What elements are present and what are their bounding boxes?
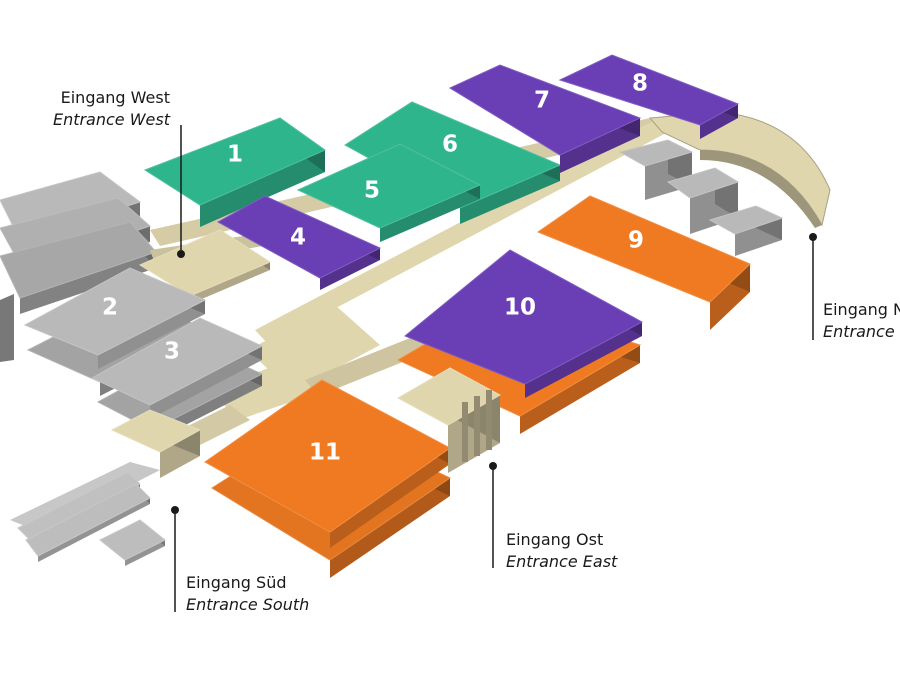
- hall-9: [536, 195, 751, 330]
- hall-7-number: 7: [534, 88, 550, 114]
- walkway-east-link: [305, 330, 445, 396]
- south-stairs-step-3-top-face: [99, 519, 166, 561]
- west-grey-building-low-front-face: [20, 252, 156, 314]
- hall-5-number: 5: [364, 178, 380, 204]
- hall-2-top-face: [23, 267, 207, 356]
- south-stairs-step-2-front-face: [38, 498, 150, 562]
- entrance-east-label: Eingang Ost Entrance East: [506, 529, 617, 573]
- hall-1-front-face: [200, 150, 325, 227]
- hall-11: [204, 379, 451, 548]
- hall-11-lower-deck-front-face: [330, 478, 450, 578]
- hall-6-front-face: [460, 165, 560, 224]
- entrance-west-de: Eingang West: [60, 88, 170, 107]
- entrance-east-de: Eingang Ost: [506, 530, 604, 549]
- entrance-south-marker-dot: [171, 506, 179, 514]
- entrance-north-label: Eingang N Entrance: [823, 299, 900, 343]
- hall-8-top-face: [558, 54, 740, 126]
- west-grey-building-low: [0, 221, 157, 314]
- entrance-north-de: Eingang N: [823, 300, 900, 319]
- entrance-east-column: [462, 402, 468, 462]
- hall-7: [448, 64, 642, 173]
- walkway-diagonal: [255, 120, 668, 344]
- hall-6: [344, 101, 562, 224]
- hall-8: [558, 54, 740, 139]
- hall-2: [23, 267, 207, 369]
- hall-2-front-face: [98, 300, 205, 369]
- map-scene: 1 6 5 7 8 4 2 3 9 10 11: [0, 54, 831, 612]
- hall-1: [143, 117, 327, 227]
- service-building-2-top-face: [666, 167, 740, 199]
- hall-3-number: 3: [164, 339, 180, 365]
- hall-9-number: 9: [628, 228, 644, 254]
- south-stairs-step-1-top-face: [17, 471, 141, 541]
- hall-5: [296, 143, 482, 242]
- entrance-south-de: Eingang Süd: [186, 573, 287, 592]
- south-stairs-step-2: [25, 483, 151, 562]
- entrance-south-pavilion: [110, 409, 202, 478]
- hall-3: [90, 317, 264, 419]
- hall-7-front-face: [560, 118, 640, 173]
- hall-4-top-face: [216, 195, 382, 279]
- hall-9-top-face: [536, 195, 751, 303]
- hall-10-number: 10: [504, 295, 536, 321]
- entrance-south-label: Eingang Süd Entrance South: [186, 572, 309, 616]
- entrance-east-column: [486, 390, 492, 450]
- south-stairs-step-3-front-face: [125, 540, 165, 566]
- entrance-west-pavilion: [138, 229, 272, 304]
- service-building-1-top-face: [618, 139, 694, 167]
- hall-4-number: 4: [290, 225, 306, 251]
- hall-4-front-face: [320, 248, 380, 290]
- hall-3-front-face: [150, 346, 262, 419]
- entrance-south-en: Entrance South: [186, 595, 310, 614]
- hall-10: [404, 249, 644, 398]
- hall-1-number: 1: [227, 142, 243, 168]
- entrance-south-pavilion-top-face: [110, 409, 202, 453]
- entrance-east-en: Entrance East: [506, 552, 618, 571]
- hall-4: [216, 195, 382, 290]
- service-building-3: [708, 205, 784, 256]
- hall-5-top-face: [296, 143, 482, 229]
- hall-11-front-face: [330, 448, 450, 548]
- north-entrance-arch-shadow: [700, 150, 822, 228]
- service-building-3-top-face: [708, 205, 784, 235]
- west-grey-column: [0, 294, 14, 362]
- entrance-north-marker-dot: [809, 233, 817, 241]
- south-stairs-step-3: [99, 519, 166, 566]
- entrance-west-pavilion-top-face: [138, 229, 272, 297]
- hall-7-top-face: [448, 64, 642, 156]
- walkway-south-link: [210, 360, 320, 420]
- entrance-west-en: Entrance West: [52, 110, 170, 129]
- hall-2-number: 2: [102, 295, 118, 321]
- entrance-east-pavilion-top-face: [396, 367, 502, 426]
- entrance-east-marker-dot: [489, 462, 497, 470]
- hall-10-top-face: [404, 249, 644, 385]
- hall-5-front-face: [380, 185, 480, 242]
- hall-3-top-face: [90, 317, 264, 406]
- entrance-north-en: Entrance: [823, 322, 895, 341]
- entrance-west-marker-dot: [177, 250, 185, 258]
- south-stairs-step-2-top-face: [25, 483, 151, 557]
- hall-11-number: 11: [309, 440, 341, 466]
- hall-10-lower-deck-front-face: [520, 345, 640, 434]
- hall-10-front-face: [525, 322, 642, 398]
- entrance-west-label: Eingang West Entrance West: [40, 87, 170, 131]
- hall-8-number: 8: [632, 71, 648, 97]
- entrance-west-pavilion-front-face: [190, 262, 270, 304]
- hall-6-number: 6: [442, 132, 458, 158]
- entrance-east-column: [474, 396, 480, 456]
